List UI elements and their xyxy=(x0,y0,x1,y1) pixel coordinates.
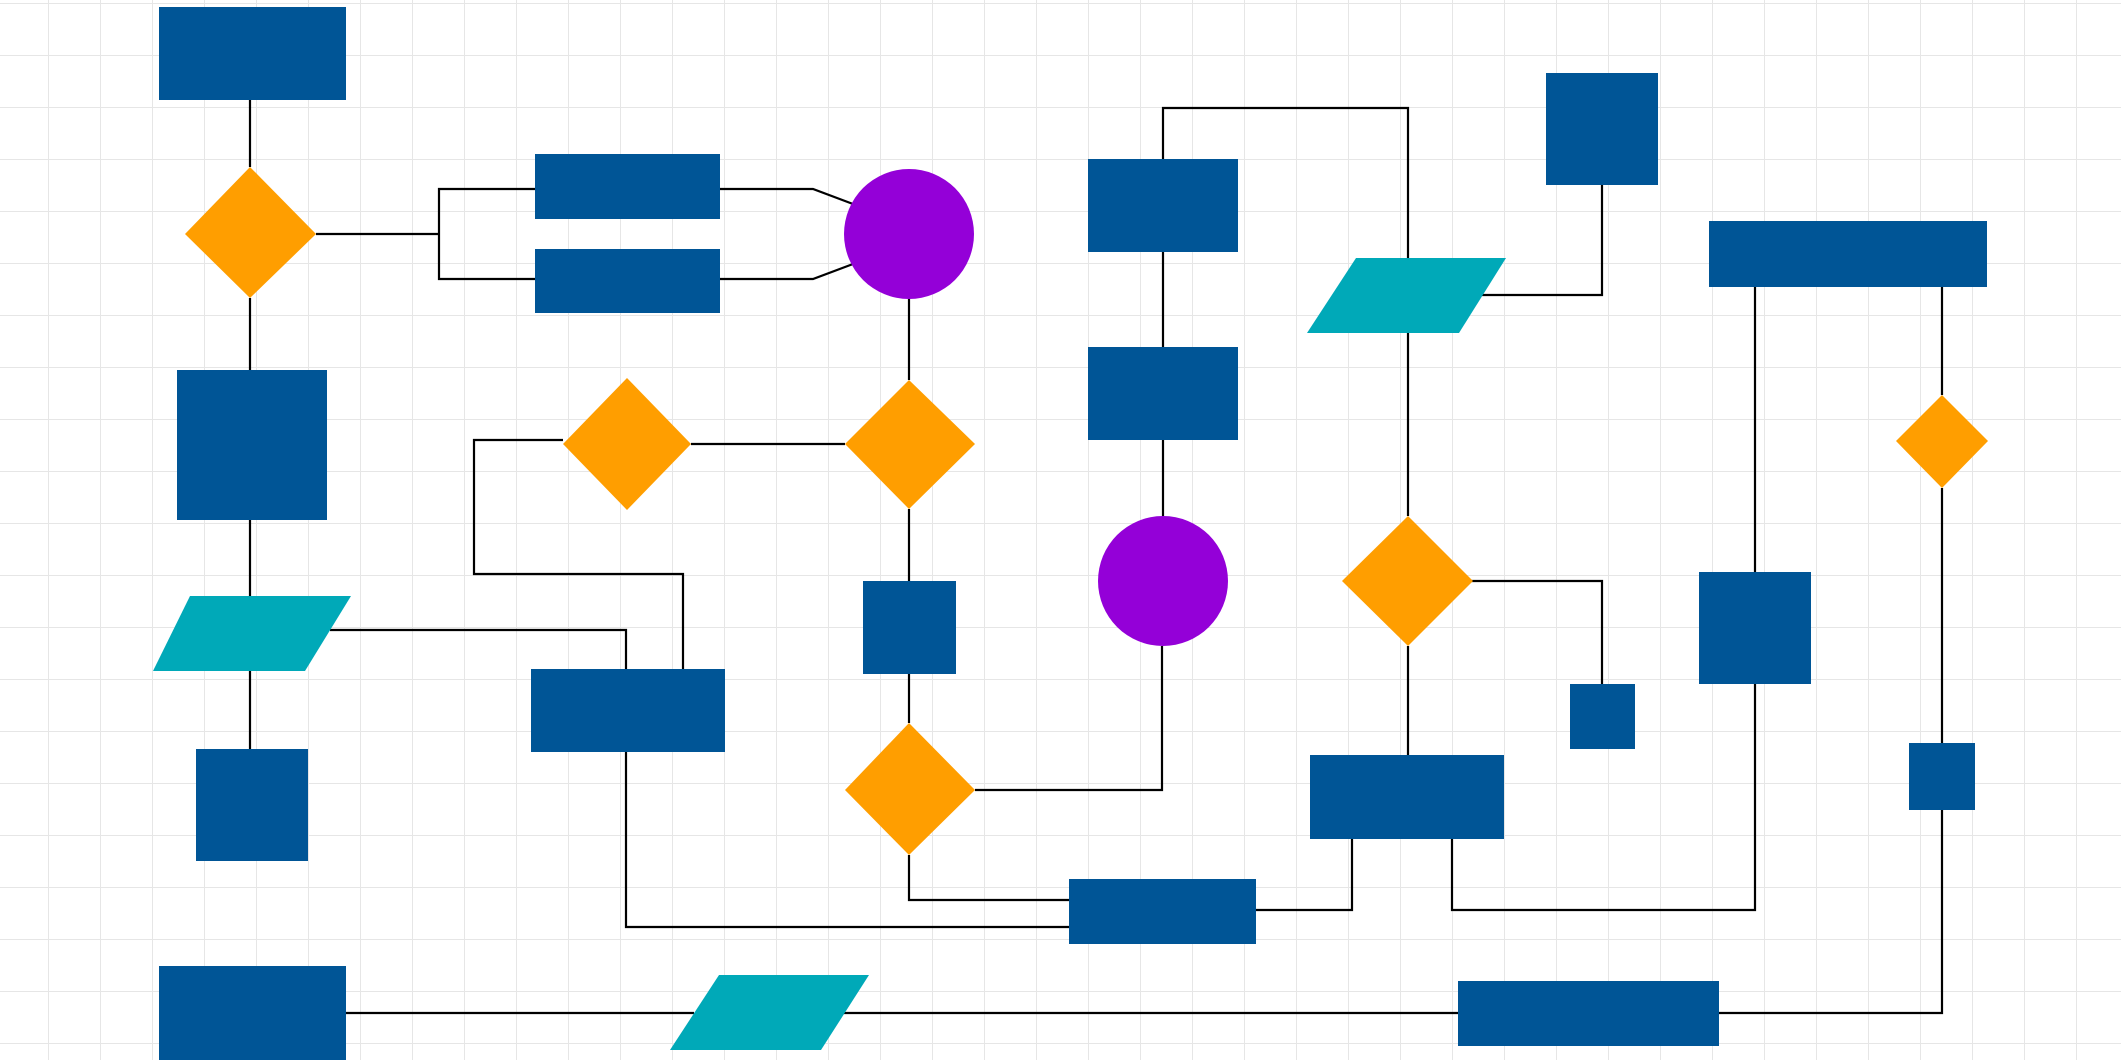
nodes xyxy=(153,7,1988,1060)
connector-line xyxy=(1473,185,1604,297)
terminal-circle[interactable] xyxy=(844,169,974,299)
data-parallelogram[interactable] xyxy=(153,596,351,671)
process-box[interactable] xyxy=(535,154,720,219)
process-box[interactable] xyxy=(1088,159,1238,252)
terminal-circle[interactable] xyxy=(1098,516,1228,646)
data-parallelogram[interactable] xyxy=(1307,258,1506,333)
process-box[interactable] xyxy=(1069,879,1256,944)
connector-line xyxy=(472,438,685,669)
process-box[interactable] xyxy=(159,966,346,1060)
connector-line xyxy=(1161,106,1410,258)
process-box[interactable] xyxy=(196,749,308,861)
process-box[interactable] xyxy=(1570,684,1635,749)
process-box[interactable] xyxy=(1909,743,1975,810)
process-box[interactable] xyxy=(1310,755,1504,839)
connector-line xyxy=(720,187,854,206)
decision-diamond[interactable] xyxy=(1896,395,1988,488)
connector-line xyxy=(624,752,1069,929)
process-box[interactable] xyxy=(159,7,346,100)
process-box[interactable] xyxy=(531,669,725,752)
data-parallelogram[interactable] xyxy=(670,975,869,1050)
connector-line xyxy=(1450,684,1757,912)
decision-diamond[interactable] xyxy=(185,167,316,298)
process-box[interactable] xyxy=(177,370,327,520)
process-box[interactable] xyxy=(1088,347,1238,440)
connector-line xyxy=(1719,810,1944,1015)
process-box[interactable] xyxy=(535,249,720,313)
connectors xyxy=(248,100,1944,1015)
connector-line xyxy=(330,628,628,669)
decision-diamond[interactable] xyxy=(563,378,691,510)
connector-line xyxy=(1469,579,1604,684)
connector-line xyxy=(975,646,1164,792)
connector-line xyxy=(1256,839,1354,912)
connector-line xyxy=(437,187,535,234)
process-box[interactable] xyxy=(1546,73,1658,185)
process-box[interactable] xyxy=(863,581,956,674)
process-box[interactable] xyxy=(1709,221,1987,287)
connector-line xyxy=(437,234,535,281)
process-box[interactable] xyxy=(1699,572,1811,684)
decision-diamond[interactable] xyxy=(845,723,975,855)
connector-line xyxy=(720,262,854,281)
decision-diamond[interactable] xyxy=(845,380,975,509)
decision-diamond[interactable] xyxy=(1342,516,1473,646)
process-box[interactable] xyxy=(1458,981,1719,1046)
connector-line xyxy=(907,855,1069,902)
